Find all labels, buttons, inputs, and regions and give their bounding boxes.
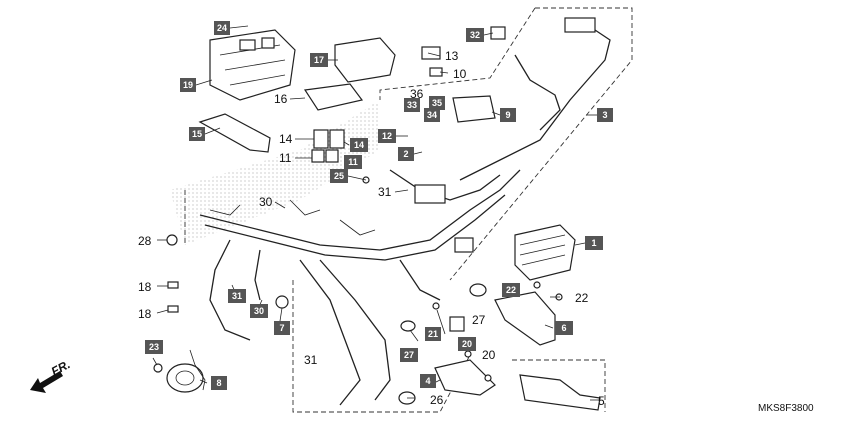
label-6: 6 (561, 323, 566, 333)
plain-labels: 13 10 16 36 14 11 31 30 28 18 18 22 27 2… (138, 49, 605, 408)
label-20b: 20 (462, 339, 472, 349)
outline-bracket5 (512, 359, 606, 412)
bracket-6 (494, 291, 556, 346)
part-32 (490, 26, 506, 40)
label-18a: 18 (138, 280, 152, 294)
bracket-4 (434, 359, 496, 396)
connector-top (564, 17, 596, 33)
label-36: 36 (410, 87, 424, 101)
band-27 (469, 283, 487, 297)
part-9 (452, 95, 496, 123)
label-5: 5 (598, 394, 605, 408)
label-31c: 31 (304, 353, 318, 367)
label-30b: 30 (254, 306, 264, 316)
label-32: 32 (470, 30, 480, 40)
part-15 (198, 113, 271, 153)
label-22b: 22 (506, 285, 516, 295)
label-16: 16 (274, 92, 288, 106)
fr-arrow-icon (30, 371, 63, 393)
connector-main (454, 237, 474, 253)
label-27a: 27 (472, 313, 486, 327)
label-30a: 30 (259, 195, 273, 209)
boxed-labels: 24 19 17 32 15 3 9 33 35 34 12 2 14 11 2… (145, 21, 613, 390)
label-22a: 22 (575, 291, 589, 305)
label-27b: 27 (404, 350, 414, 360)
label-31b: 31 (232, 291, 242, 301)
label-15: 15 (192, 129, 202, 139)
bolt-22a (533, 281, 541, 289)
clip-18b (167, 305, 179, 313)
grommet-28 (166, 234, 178, 246)
label-7: 7 (279, 323, 284, 333)
part-16 (303, 83, 364, 111)
label-11a: 11 (279, 151, 292, 165)
outline-bottom (292, 280, 471, 413)
bolt-21 (432, 302, 440, 310)
ecu-unit (514, 224, 576, 281)
main-harness (199, 169, 521, 251)
diagram-code: MKS8F3800 (758, 403, 814, 414)
fuse-box (209, 29, 296, 101)
label-4: 4 (425, 376, 430, 386)
horn (166, 363, 204, 393)
upper-harness (459, 19, 611, 181)
label-25: 25 (334, 171, 344, 181)
label-28: 28 (138, 234, 152, 248)
label-33: 33 (407, 100, 417, 110)
label-13: 13 (445, 49, 459, 63)
label-9: 9 (505, 110, 510, 120)
label-24: 24 (217, 23, 227, 33)
label-20a: 20 (482, 348, 496, 362)
label-8: 8 (216, 378, 221, 388)
label-21: 21 (428, 329, 438, 339)
bolt-23 (153, 363, 163, 373)
relay-11b (325, 149, 339, 163)
leader-lines (152, 25, 600, 401)
label-11b: 11 (348, 157, 358, 167)
label-35: 35 (432, 98, 442, 108)
label-10: 10 (453, 67, 467, 81)
label-1: 1 (591, 238, 596, 248)
label-2: 2 (403, 149, 408, 159)
square-part (449, 316, 465, 332)
band-27b (400, 320, 416, 332)
connector-mid (414, 184, 446, 204)
outline-top (379, 7, 536, 100)
part-17 (334, 37, 396, 83)
outline-main (449, 7, 633, 281)
fr-label: FR. (49, 357, 73, 378)
label-18b: 18 (138, 307, 152, 321)
clip-18a (167, 281, 179, 289)
label-34: 34 (427, 110, 437, 120)
bolt-20b (484, 374, 492, 382)
label-12: 12 (382, 131, 392, 141)
label-3: 3 (602, 110, 607, 120)
part-13 (421, 46, 441, 60)
bolt-20 (464, 350, 472, 358)
label-14b: 14 (354, 140, 364, 150)
relay-11a (311, 149, 325, 163)
label-23: 23 (149, 342, 159, 352)
relay-14b (329, 129, 345, 149)
label-31a: 31 (378, 185, 392, 199)
label-26: 26 (430, 393, 444, 407)
part-7-top (275, 295, 289, 309)
relay-14a (313, 129, 329, 149)
label-17: 17 (314, 55, 324, 65)
bracket-5 (519, 374, 601, 411)
label-19: 19 (183, 80, 193, 90)
label-14a: 14 (279, 132, 293, 146)
